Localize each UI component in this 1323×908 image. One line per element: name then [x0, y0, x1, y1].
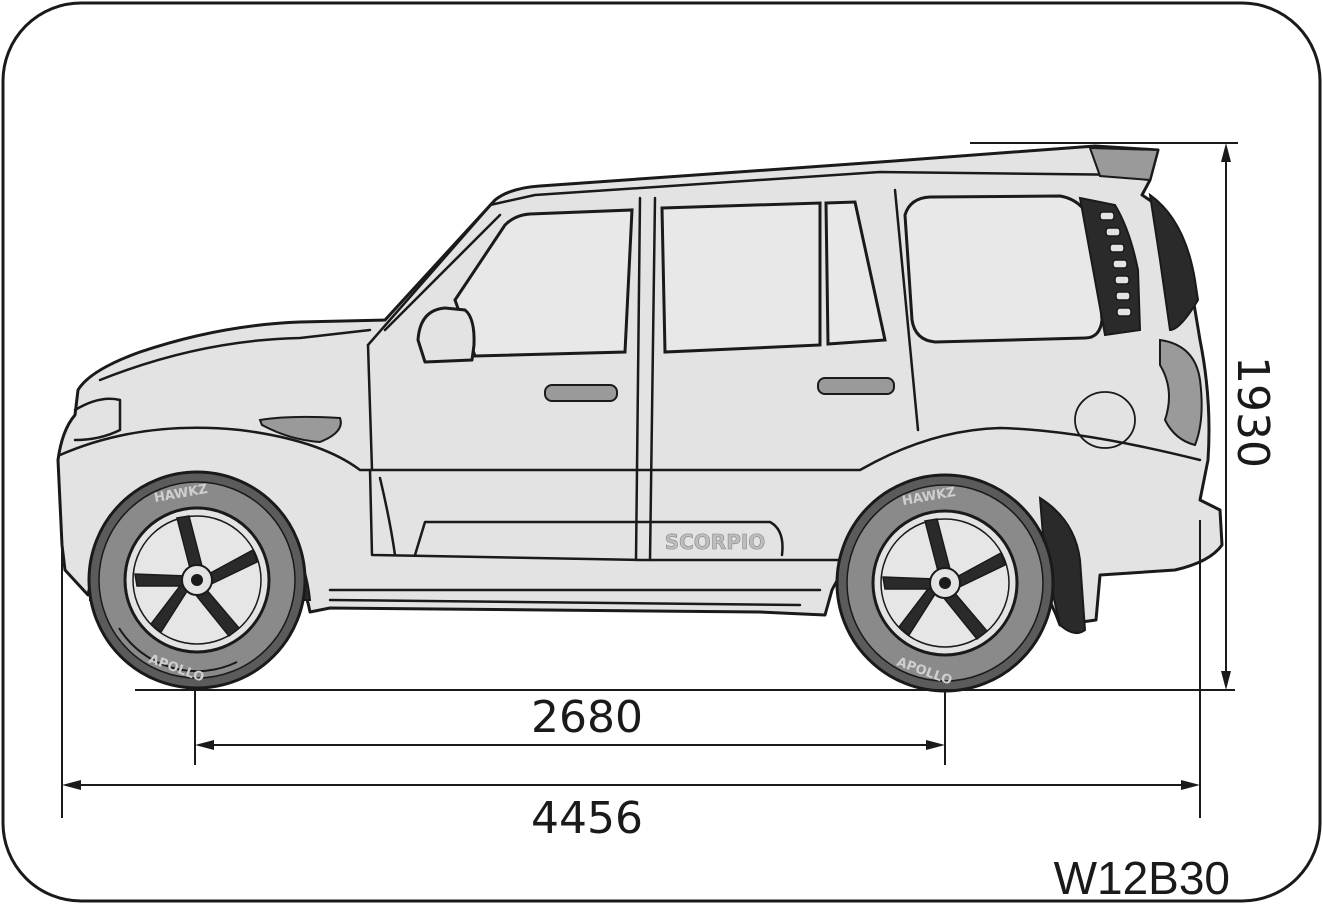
wheelbase-value: 2680 — [531, 692, 643, 743]
front-door-window — [453, 208, 634, 358]
wheelbase-dimension: 2680 — [194, 690, 946, 765]
rear-wheel: APOLLO HAWKZ — [835, 473, 1055, 693]
height-dimension: 1930 — [970, 142, 1278, 690]
rear-quarter-glass — [824, 200, 887, 346]
height-value: 1930 — [1227, 356, 1278, 468]
tail-lamp — [1148, 192, 1200, 332]
side-indicator — [258, 415, 342, 444]
rear-door-handle — [817, 377, 895, 395]
vehicle-badge: SCORPIO — [665, 530, 766, 554]
vent-slots — [1099, 211, 1132, 317]
length-dimension: 4456 — [61, 520, 1201, 844]
front-wheel: APOLLO HAWKZ — [87, 470, 307, 690]
rear-side-window — [903, 194, 1104, 344]
rear-door-window — [660, 201, 822, 354]
rear-mud-flap — [1038, 496, 1087, 635]
figure-code: W12B30 — [1054, 852, 1230, 904]
fuel-lid — [1074, 391, 1136, 449]
front-door-handle — [544, 384, 618, 402]
side-mirror — [416, 306, 476, 364]
length-value: 4456 — [531, 793, 643, 844]
